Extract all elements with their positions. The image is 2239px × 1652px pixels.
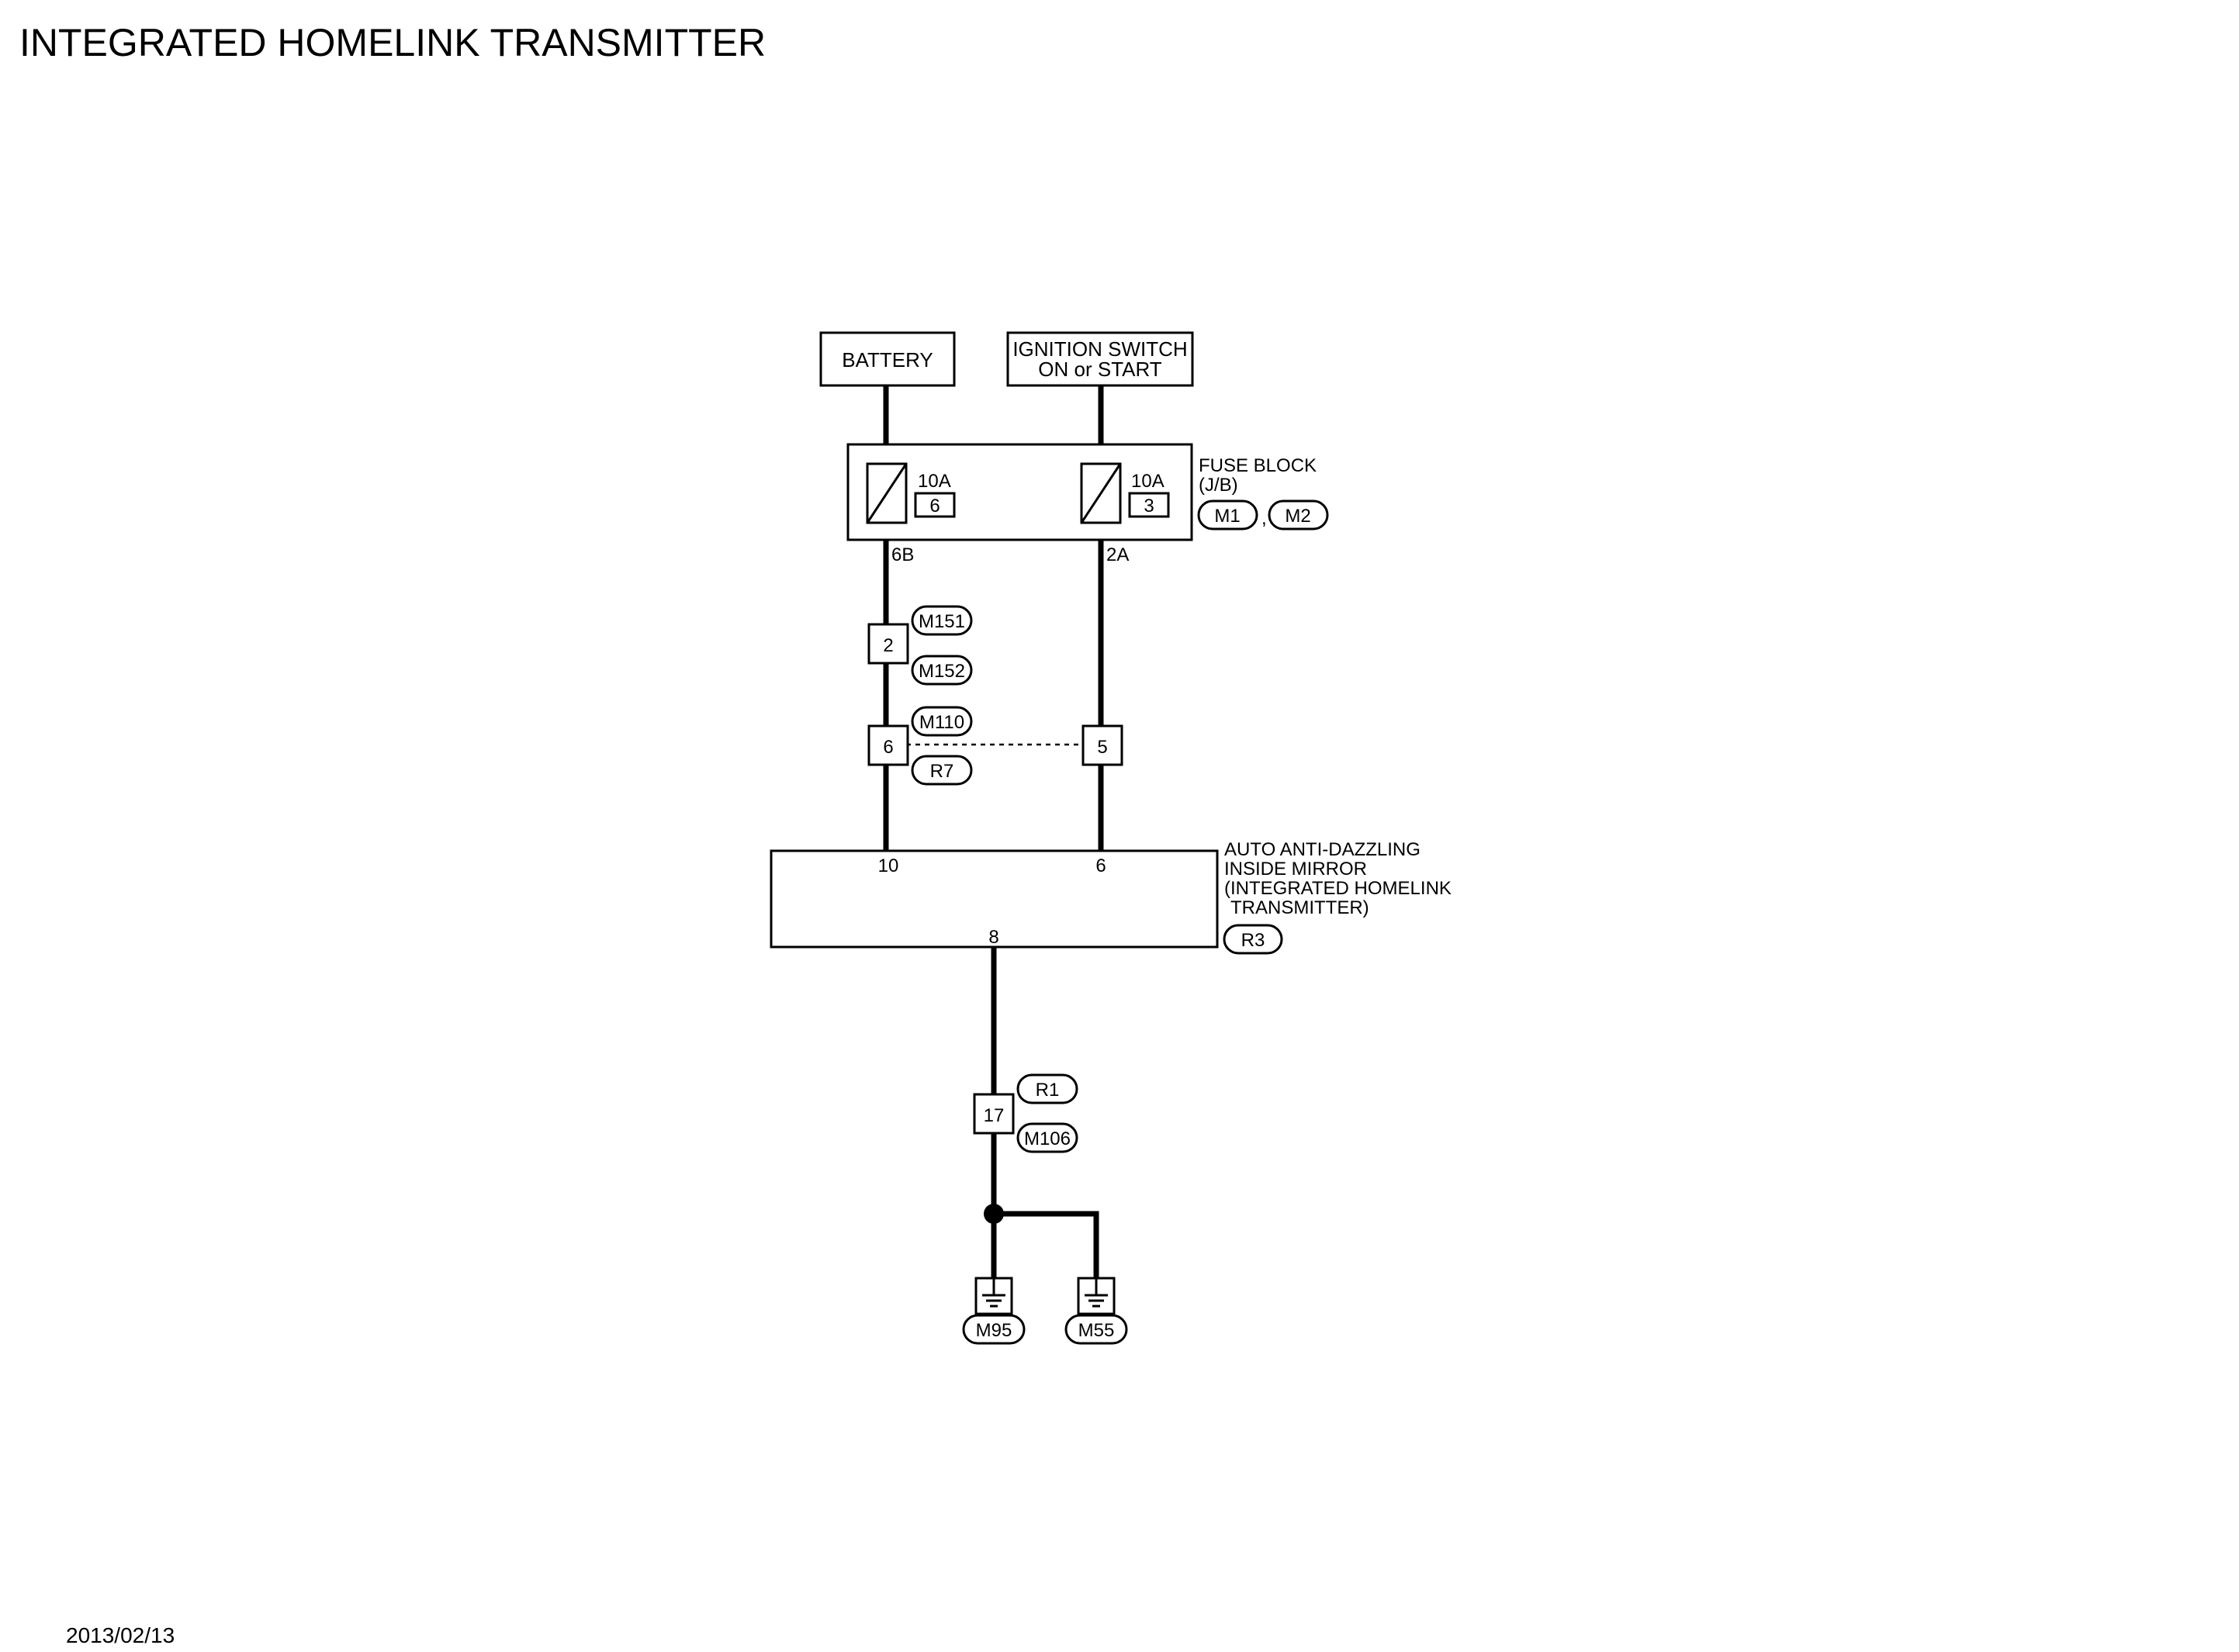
ground-m55-tag: M55 xyxy=(1064,1314,1128,1345)
svg-text:M110: M110 xyxy=(919,712,964,733)
connector-r3-tag: R3 xyxy=(1223,924,1283,955)
connector-m151-tag: M151 xyxy=(911,605,973,636)
connector-m110-r7: 6 5 M110 R7 xyxy=(867,706,1123,786)
connector-r1-tag: R1 xyxy=(1016,1073,1078,1104)
mirror-pin-8: 8 xyxy=(988,927,998,948)
ground-branch-wire xyxy=(994,1211,1099,1278)
mirror-label-line1: AUTO ANTI-DAZZLING xyxy=(1224,839,1421,860)
fuse-6-number: 6 xyxy=(929,496,940,517)
fuse-6-rating: 10A xyxy=(918,471,951,492)
fuse-block: 10A 6 10A 3 6B 2A FUSE BLOCK (J/B) M1 , … xyxy=(846,443,1329,565)
ground-m95: M95 xyxy=(962,1277,1026,1345)
page-title: INTEGRATED HOMELINK TRANSMITTER xyxy=(19,21,766,64)
r1-m106-pin: 17 xyxy=(984,1105,1005,1126)
connector-m1-tag: M1 xyxy=(1197,499,1258,531)
mirror-label-line3: (INTEGRATED HOMELINK xyxy=(1224,878,1452,899)
ignition-switch-label-line2: ON or START xyxy=(1038,358,1162,381)
r7-pin-left: 6 xyxy=(883,737,893,758)
mirror-label-line4: TRANSMITTER) xyxy=(1230,897,1369,918)
connector-m2-tag: M2 xyxy=(1268,499,1329,531)
fuse-3-rating: 10A xyxy=(1131,471,1164,492)
connector-r1-m106: 17 R1 M106 xyxy=(973,1073,1078,1153)
svg-text:M1: M1 xyxy=(1214,506,1240,527)
svg-text:R1: R1 xyxy=(1036,1080,1060,1101)
mirror-pin-6: 6 xyxy=(1095,855,1106,876)
fuse-6: 10A 6 xyxy=(866,462,956,524)
connector-separator: , xyxy=(1261,508,1267,529)
auto-anti-dazzling-mirror: 10 6 8 AUTO ANTI-DAZZLING INSIDE MIRROR … xyxy=(770,839,1452,955)
r7-pin-right: 5 xyxy=(1097,737,1107,758)
m151-m152-pin: 2 xyxy=(883,635,893,656)
connector-m106-tag: M106 xyxy=(1016,1122,1078,1153)
ignition-switch-box: IGNITION SWITCH ON or START xyxy=(1006,331,1194,387)
fuse-block-terminal-2a: 2A xyxy=(1106,544,1129,565)
ground-m95-tag: M95 xyxy=(962,1314,1026,1345)
splice-point xyxy=(984,1204,1004,1224)
fuse-block-label-line1: FUSE BLOCK xyxy=(1199,455,1317,476)
svg-text:M151: M151 xyxy=(919,611,965,632)
svg-text:M2: M2 xyxy=(1285,506,1310,527)
fuse-3: 10A 3 xyxy=(1080,462,1170,524)
fuse-block-terminal-6b: 6B xyxy=(891,544,914,565)
battery-label: BATTERY xyxy=(842,348,933,372)
svg-text:M152: M152 xyxy=(919,661,965,682)
connector-r7-tag: R7 xyxy=(911,755,973,786)
connector-m110-tag: M110 xyxy=(911,706,973,737)
svg-text:R3: R3 xyxy=(1241,930,1265,951)
date-stamp: 2013/02/13 xyxy=(66,1623,175,1647)
svg-text:M95: M95 xyxy=(976,1320,1012,1341)
connector-m151-m152: 2 M151 M152 xyxy=(867,605,973,686)
mirror-label-line2: INSIDE MIRROR xyxy=(1224,859,1367,880)
svg-text:M106: M106 xyxy=(1024,1128,1071,1149)
fuse-block-label-line2: (J/B) xyxy=(1199,475,1238,496)
svg-text:M55: M55 xyxy=(1078,1320,1115,1341)
mirror-pin-10: 10 xyxy=(878,855,899,876)
ignition-switch-label-line1: IGNITION SWITCH xyxy=(1012,337,1187,361)
battery-box: BATTERY xyxy=(819,331,956,387)
ground-m55: M55 xyxy=(1064,1277,1128,1345)
fuse-3-number: 3 xyxy=(1144,496,1154,517)
svg-text:R7: R7 xyxy=(930,761,954,782)
connector-m152-tag: M152 xyxy=(911,655,973,686)
